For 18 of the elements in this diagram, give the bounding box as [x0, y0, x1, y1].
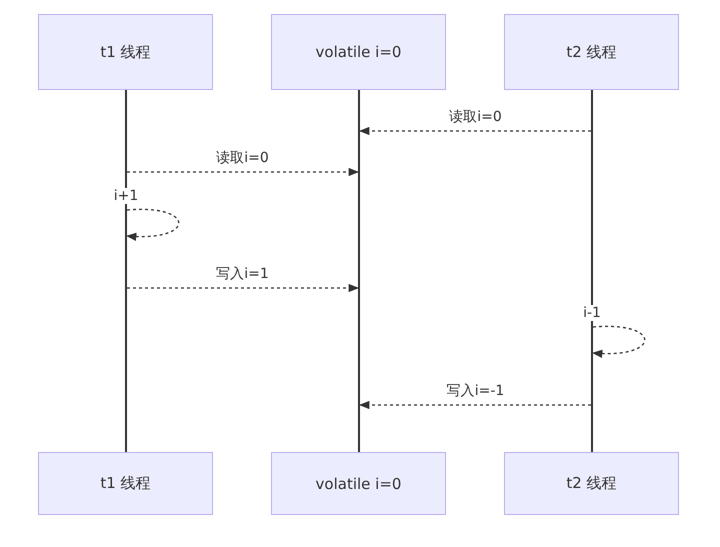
lifeline	[591, 90, 593, 452]
edge-label: i-1	[581, 305, 603, 321]
self-message-arrow	[592, 326, 646, 358]
message-arrow	[358, 400, 591, 410]
participant-box: t1 线程	[38, 14, 213, 90]
message-arrow	[127, 168, 360, 176]
edge-label: 读取i=0	[214, 149, 271, 167]
participant-box: volatile i=0	[271, 452, 446, 515]
participant-box: t2 线程	[504, 14, 679, 90]
message-arrow	[127, 284, 360, 292]
participant-box: volatile i=0	[271, 14, 446, 90]
message-arrow	[358, 126, 591, 136]
participant-box: t1 线程	[38, 452, 213, 515]
edge-label: 读取i=0	[447, 108, 504, 126]
lifeline	[125, 90, 127, 452]
self-message-arrow	[126, 208, 180, 241]
participant-box: t2 线程	[504, 452, 679, 515]
lifeline	[358, 90, 360, 452]
